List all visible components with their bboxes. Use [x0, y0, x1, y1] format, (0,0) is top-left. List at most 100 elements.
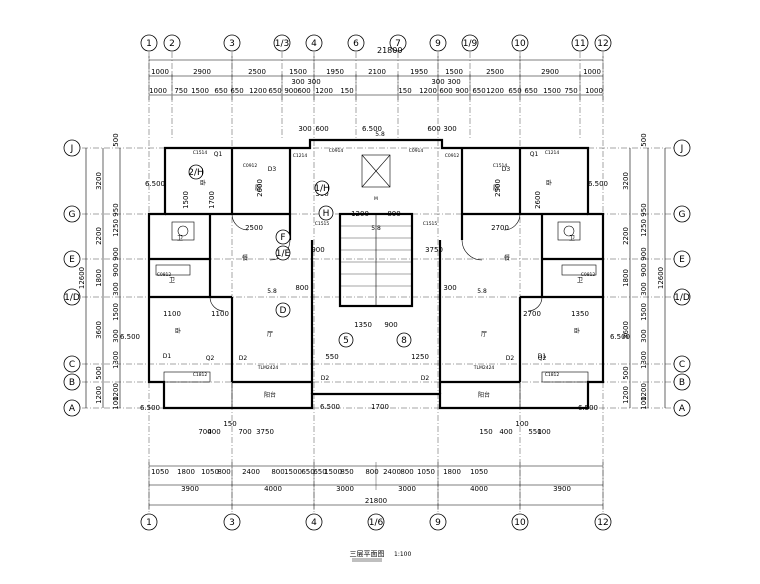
dim-top-row2-18: 650 [524, 87, 537, 95]
window-tag-13: C1812 [545, 372, 560, 378]
room-toilet-9: 卫 [569, 235, 575, 242]
axis-left-6-circle [63, 399, 81, 417]
axis-left-3: 1/D [64, 293, 80, 303]
dim-top-row2-6: 650 [268, 87, 281, 95]
axis-top-1-circle [163, 34, 181, 52]
axis-right-6: A [679, 404, 686, 414]
axis-top-3-circle [273, 34, 291, 52]
axis-top-8-circle [461, 34, 479, 52]
axis-top-5: 6 [353, 39, 359, 49]
dim-bottom-row1-5: 800 [271, 468, 284, 476]
dim-bottom-row1-3: 800 [217, 468, 230, 476]
room-bedroom-2: 卧 [175, 327, 181, 335]
dim-right-outer-4: 500 [622, 366, 630, 379]
dim-right-inner-7: 300 [640, 329, 648, 342]
dim-top-row1-5: 2100 [368, 68, 386, 76]
dim-top-row2-8: 600 [297, 87, 310, 95]
drawing-title: 三层平面图 [350, 550, 385, 558]
dim-top-row1-8: 2500 [486, 68, 504, 76]
dim-bottom-row2-0: 3900 [181, 485, 199, 493]
room-dining-15: 餐 [504, 254, 510, 262]
dim-plan-26: 900 [311, 246, 324, 254]
dim-right-inner-1: 950 [640, 203, 648, 216]
door-tag-6: Q1 [214, 151, 223, 158]
axis-left-1-circle [63, 205, 81, 223]
dim-top-row2-20: 750 [564, 87, 577, 95]
wall-layout [147, 138, 605, 410]
room-bedroom-0: 卧 [200, 179, 206, 187]
axis-left-0: J [70, 144, 74, 154]
dim-plan-33: 700 [198, 428, 211, 436]
door-tag-5: D1 [538, 353, 547, 360]
axis-bottom-4-circle [429, 513, 447, 531]
room-bedroom-1: 卧 [546, 179, 552, 187]
dim-plan-23: 1350 [571, 310, 589, 318]
dim-right-inner-0: 500 [640, 133, 648, 146]
axis-bottom-1: 3 [229, 518, 235, 528]
axis-bottom-0-circle [140, 513, 158, 531]
window-tag-0: C1514 [193, 150, 208, 156]
detail-bubble-4: 1/E [276, 249, 291, 259]
dim-top-row2-12: 1200 [419, 87, 437, 95]
axis-top-0-circle [140, 34, 158, 52]
dim-right-inner-9: 1200 [640, 383, 648, 401]
dim-left-outer-2: 1800 [95, 269, 103, 287]
dim-right-outer-5: 1200 [622, 386, 630, 404]
dim-bottom-row1-16: 1050 [470, 468, 488, 476]
axis-right-4-circle [673, 355, 691, 373]
dim-top-row2-15: 650 [472, 87, 485, 95]
dim-right-total: 12600 [657, 267, 665, 289]
dim-bottom-row2-4: 4000 [470, 485, 488, 493]
detail-bubble-4-circle [275, 245, 291, 261]
dim-plan-16: 2600 [256, 179, 264, 197]
dim-top-row2-14: 900 [455, 87, 468, 95]
axis-top-4-circle [305, 34, 323, 52]
window-tag-2: C0912 [243, 163, 258, 169]
dim-plan-19: 2700 [491, 224, 509, 232]
dim-top-row1-2: 2500 [248, 68, 266, 76]
axis-left-5: B [69, 378, 75, 388]
axis-right-3-circle [673, 288, 691, 306]
dim-bottom-row1-4: 2400 [242, 468, 260, 476]
dim-bottom-total: 21800 [365, 497, 387, 505]
axis-bottom-1-circle [223, 513, 241, 531]
dim-top-row2-17: 650 [508, 87, 521, 95]
dim-plan-1: 600 [315, 125, 328, 133]
dim-left-inner-5: 300 [112, 282, 120, 295]
detail-bubble-0-circle [188, 164, 204, 180]
dim-plan-20: 1100 [163, 310, 181, 318]
dim-top-row1-extra-2: 300 [431, 78, 444, 86]
room-toilet-11: 卫 [577, 277, 583, 284]
axis-right-0: J [680, 144, 684, 154]
dim-bottom-row1-14: 1050 [417, 468, 435, 476]
dim-plan-21: 1100 [211, 310, 229, 318]
window-tag-1: C1214 [545, 150, 560, 156]
drawing-scale: 1:100 [394, 551, 411, 558]
dim-left-inner-2: 1250 [112, 219, 120, 237]
dim-plan-11: 6.500 [320, 403, 340, 411]
dim-top-row1-extra-3: 300 [447, 78, 460, 86]
room-toilet-8: 卫 [177, 235, 183, 242]
dim-right-inner-2: 1250 [640, 219, 648, 237]
axis-top-2: 3 [229, 39, 235, 49]
window-tag-5: C0912 [445, 153, 460, 159]
dim-plan-6: 6.500 [588, 180, 608, 188]
room-living-5: 厅 [481, 331, 487, 338]
dim-right-outer-1: 2200 [622, 227, 630, 245]
axis-bottom-3-circle [367, 513, 385, 531]
dim-top-row1-extra-1: 300 [307, 78, 320, 86]
detail-bubble-7: 8 [401, 336, 407, 346]
axis-right-4: C [679, 360, 685, 370]
dim-plan-25: 900 [384, 321, 397, 329]
axis-left-4-circle [63, 355, 81, 373]
axis-left-2: E [69, 255, 75, 265]
dim-plan-22: 2700 [523, 310, 541, 318]
dim-plan-7: 6.500 [120, 333, 140, 341]
axis-bottom-4: 9 [435, 518, 441, 528]
door-tag-3: D3 [502, 166, 511, 173]
dim-left-inner-9: 1200 [112, 383, 120, 401]
detail-bubble-6-circle [338, 332, 354, 348]
